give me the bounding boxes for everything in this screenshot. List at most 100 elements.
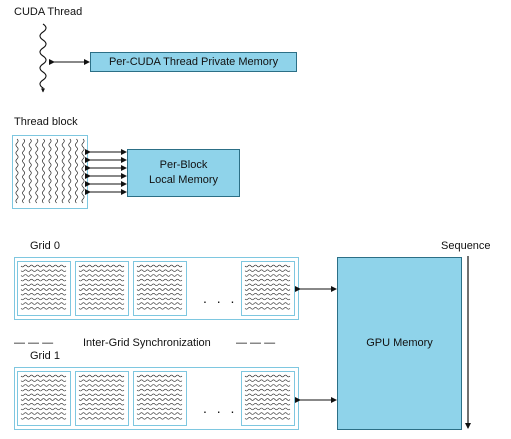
thread-wave	[136, 288, 183, 291]
per-block-memory-line1: Per-Block	[159, 159, 208, 171]
thread-wave	[68, 138, 72, 204]
thread-wave	[78, 398, 125, 401]
block-memory-arrows	[85, 149, 127, 195]
thread-wave	[78, 288, 125, 291]
grid-block-waves	[20, 264, 291, 420]
cuda-thread-label: CUDA Thread	[14, 6, 83, 18]
inter-grid-sync-label: Inter-Grid Synchronization	[83, 337, 211, 349]
thread-private-memory: Per-CUDA Thread Private Memory	[90, 52, 297, 72]
thread-wave	[244, 293, 291, 296]
thread-wave	[20, 398, 67, 401]
thread-wave	[78, 283, 125, 286]
sync-dash-left: — — —	[14, 337, 54, 349]
thread-wave	[20, 297, 67, 301]
thread-wave	[136, 269, 183, 272]
thread-wave	[244, 297, 291, 301]
thread-wave	[78, 278, 125, 282]
thread-wave	[20, 393, 67, 396]
thread-wave	[20, 374, 67, 378]
thread-wave	[136, 417, 183, 420]
thread-wave	[20, 278, 67, 282]
thread-wave	[244, 283, 291, 286]
thread-wave	[136, 274, 183, 277]
thread-wave	[20, 264, 67, 268]
thread-wave	[20, 403, 67, 406]
thread-wave	[55, 138, 59, 204]
thread-wave	[20, 307, 67, 310]
thread-block-waves	[15, 138, 85, 204]
thread-wave	[244, 264, 291, 268]
thread-wave	[136, 407, 183, 411]
thread-wave	[20, 302, 67, 305]
thread-wave	[78, 307, 125, 310]
thread-wave	[136, 374, 183, 378]
thread-wave	[136, 393, 183, 396]
thread-wave	[81, 138, 85, 204]
gpu-memory: GPU Memory	[337, 257, 462, 430]
grid0-label: Grid 0	[30, 240, 60, 252]
thread-wave	[244, 384, 291, 387]
cuda-thread-wave	[39, 23, 47, 93]
thread-wave	[78, 379, 125, 382]
thread-wave	[136, 403, 183, 406]
thread-wave	[48, 138, 52, 204]
thread-wave	[244, 379, 291, 382]
thread-wave	[78, 293, 125, 296]
thread-wave	[136, 278, 183, 282]
thread-wave	[136, 388, 183, 392]
thread-wave	[20, 379, 67, 382]
thread-wave	[20, 412, 67, 415]
thread-wave	[22, 138, 26, 204]
thread-wave	[20, 417, 67, 420]
thread-wave	[20, 293, 67, 296]
thread-wave	[20, 269, 67, 272]
thread-wave	[136, 297, 183, 301]
thread-wave	[244, 393, 291, 396]
thread-wave	[244, 288, 291, 291]
thread-wave	[244, 407, 291, 411]
thread-wave	[78, 274, 125, 277]
thread-wave	[78, 417, 125, 420]
thread-wave	[244, 307, 291, 310]
thread-wave	[20, 288, 67, 291]
thread-wave	[244, 274, 291, 277]
thread-wave	[78, 297, 125, 301]
grid0-ellipsis: . . .	[203, 290, 238, 306]
thread-wave	[244, 398, 291, 401]
thread-wave	[136, 307, 183, 310]
thread-wave	[20, 407, 67, 411]
thread-wave	[78, 412, 125, 415]
grid1-ellipsis: . . .	[203, 400, 238, 416]
thread-wave	[136, 384, 183, 387]
thread-wave	[78, 407, 125, 411]
thread-wave	[20, 274, 67, 277]
thread-wave	[244, 403, 291, 406]
thread-wave	[41, 138, 45, 204]
sync-dash-right: — — —	[236, 337, 276, 349]
per-block-local-memory: Per-Block Local Memory	[127, 149, 240, 197]
thread-wave	[20, 283, 67, 286]
thread-wave	[74, 138, 78, 204]
thread-wave	[244, 412, 291, 415]
thread-wave	[78, 403, 125, 406]
thread-wave	[244, 374, 291, 378]
thread-wave	[136, 283, 183, 286]
thread-wave	[244, 388, 291, 392]
thread-wave	[244, 278, 291, 282]
thread-wave	[78, 269, 125, 272]
thread-wave	[78, 393, 125, 396]
thread-block-label: Thread block	[14, 116, 78, 128]
thread-wave	[136, 264, 183, 268]
thread-wave	[61, 138, 65, 204]
thread-wave	[28, 138, 32, 204]
thread-wave	[136, 412, 183, 415]
thread-wave	[244, 269, 291, 272]
thread-wave	[136, 302, 183, 305]
thread-wave	[136, 379, 183, 382]
thread-wave	[78, 374, 125, 378]
sequence-label: Sequence	[441, 240, 491, 252]
grid1-label: Grid 1	[30, 350, 60, 362]
thread-wave	[35, 138, 39, 204]
per-block-memory-line2: Local Memory	[148, 174, 219, 186]
